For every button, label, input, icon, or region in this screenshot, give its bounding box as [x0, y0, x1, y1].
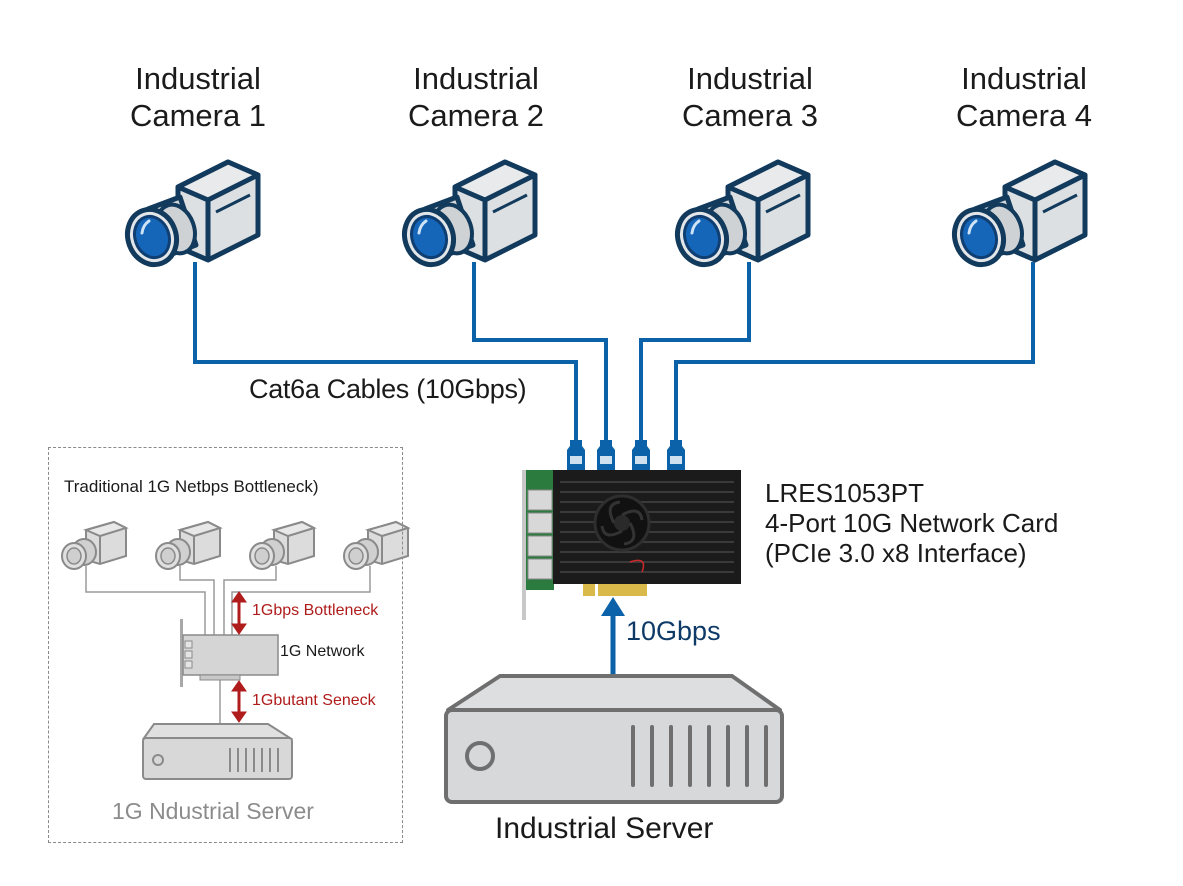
legacy-cables [85, 566, 371, 724]
uplink-speed-label: 10Gbps [626, 616, 721, 646]
card-interface: (PCIe 3.0 x8 Interface) [765, 538, 1027, 568]
industrial-server-icon [444, 674, 784, 804]
camera-4-icon [947, 162, 1085, 272]
cable-3 [639, 262, 751, 446]
rj45-connectors [567, 440, 685, 470]
legacy-bottleneck-lower-label: 1Gbutant Seneck [252, 692, 376, 709]
card-description: 4-Port 10G Network Card [765, 508, 1059, 538]
legacy-card-label: 1G Network [280, 643, 365, 660]
legacy-comparison-panel [48, 447, 403, 843]
server-label: Industrial Server [495, 812, 714, 845]
network-card-icon [522, 470, 741, 620]
uplink-arrow [601, 597, 625, 676]
legacy-bottleneck-arrows [231, 591, 247, 723]
camera-1-icon [120, 162, 258, 272]
camera-3-icon [670, 162, 808, 272]
cable-1 [193, 262, 578, 446]
cables-label: Cat6a Cables (10Gbps) [249, 374, 527, 404]
legacy-network-card-icon [180, 619, 279, 687]
network-card-label: LRES1053PT 4-Port 10G Network Card (PCIe… [765, 478, 1058, 568]
legacy-title: Traditional 1G Netbps Bottleneck) [64, 477, 319, 496]
cat6a-cables [193, 262, 1035, 446]
cable-2 [472, 262, 608, 446]
legacy-server-icon [142, 723, 294, 780]
cable-4 [674, 262, 1035, 446]
card-model: LRES1053PT [765, 478, 924, 508]
camera-2-icon [397, 162, 535, 272]
legacy-bottleneck-upper-label: 1Gbps Bottleneck [252, 602, 379, 619]
legacy-server-label: 1G Ndustrial Server [112, 798, 314, 824]
